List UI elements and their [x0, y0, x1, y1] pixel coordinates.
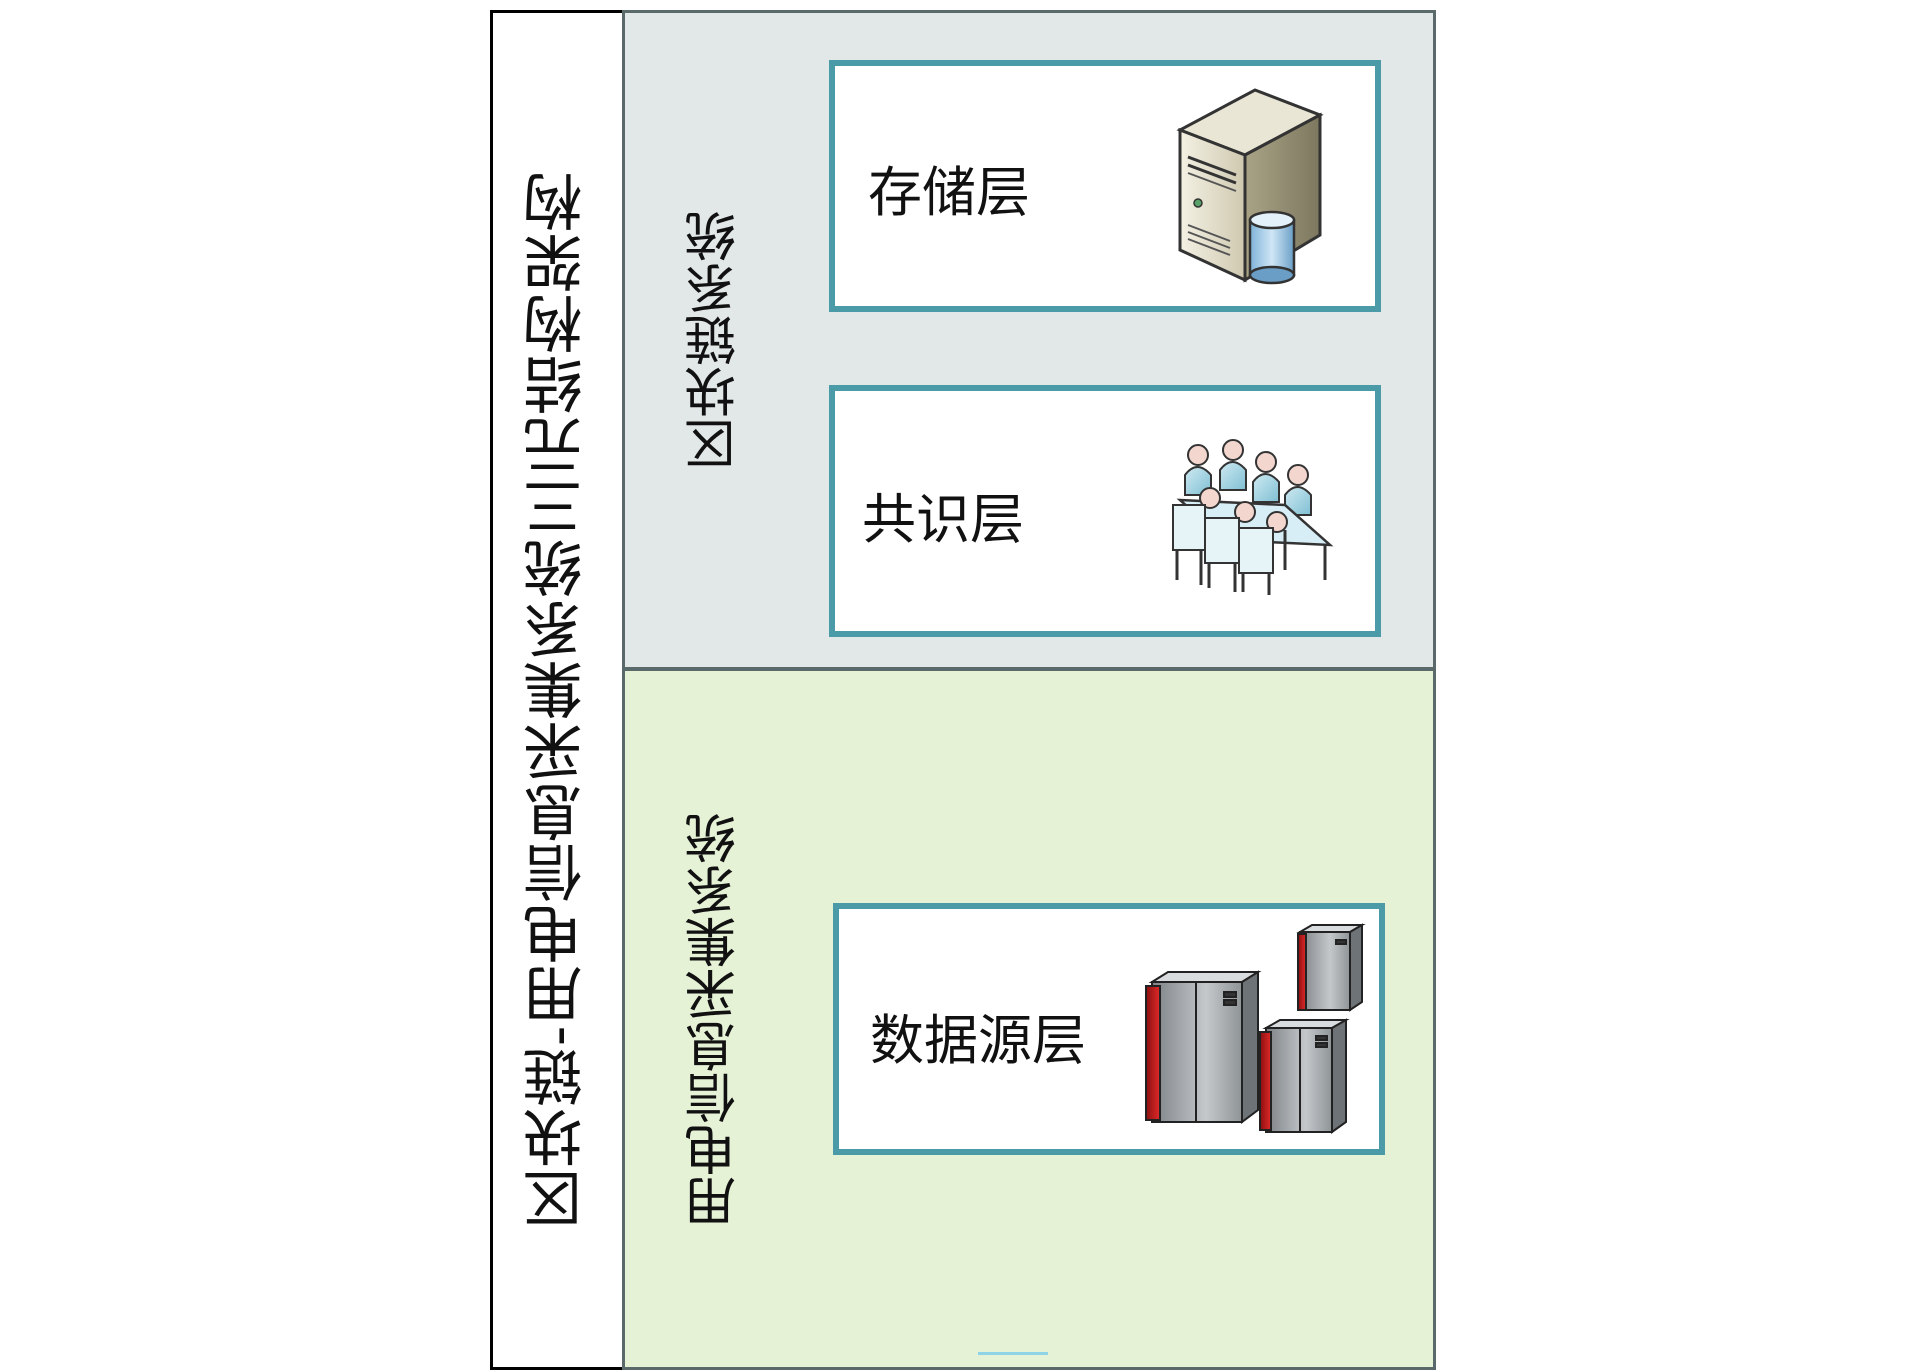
decorative-line — [978, 1352, 1048, 1355]
architecture-title: 区块链-用电信息采集系统三元结构架构 — [523, 170, 593, 1230]
datasource-layer-label: 数据源层 — [870, 1009, 1086, 1072]
collection-system-label: 用电信息采集系统 — [685, 812, 746, 1228]
consensus-layer-label: 共识层 — [862, 488, 1024, 551]
storage-layer-label: 存储层 — [868, 161, 1030, 224]
mainframe-servers-icon — [1140, 920, 1370, 1140]
architecture-title-column — [490, 10, 625, 1370]
meeting-table-icon — [1165, 420, 1340, 595]
database-server-icon — [1170, 85, 1330, 290]
blockchain-system-label: 区块链系统 — [685, 210, 746, 470]
